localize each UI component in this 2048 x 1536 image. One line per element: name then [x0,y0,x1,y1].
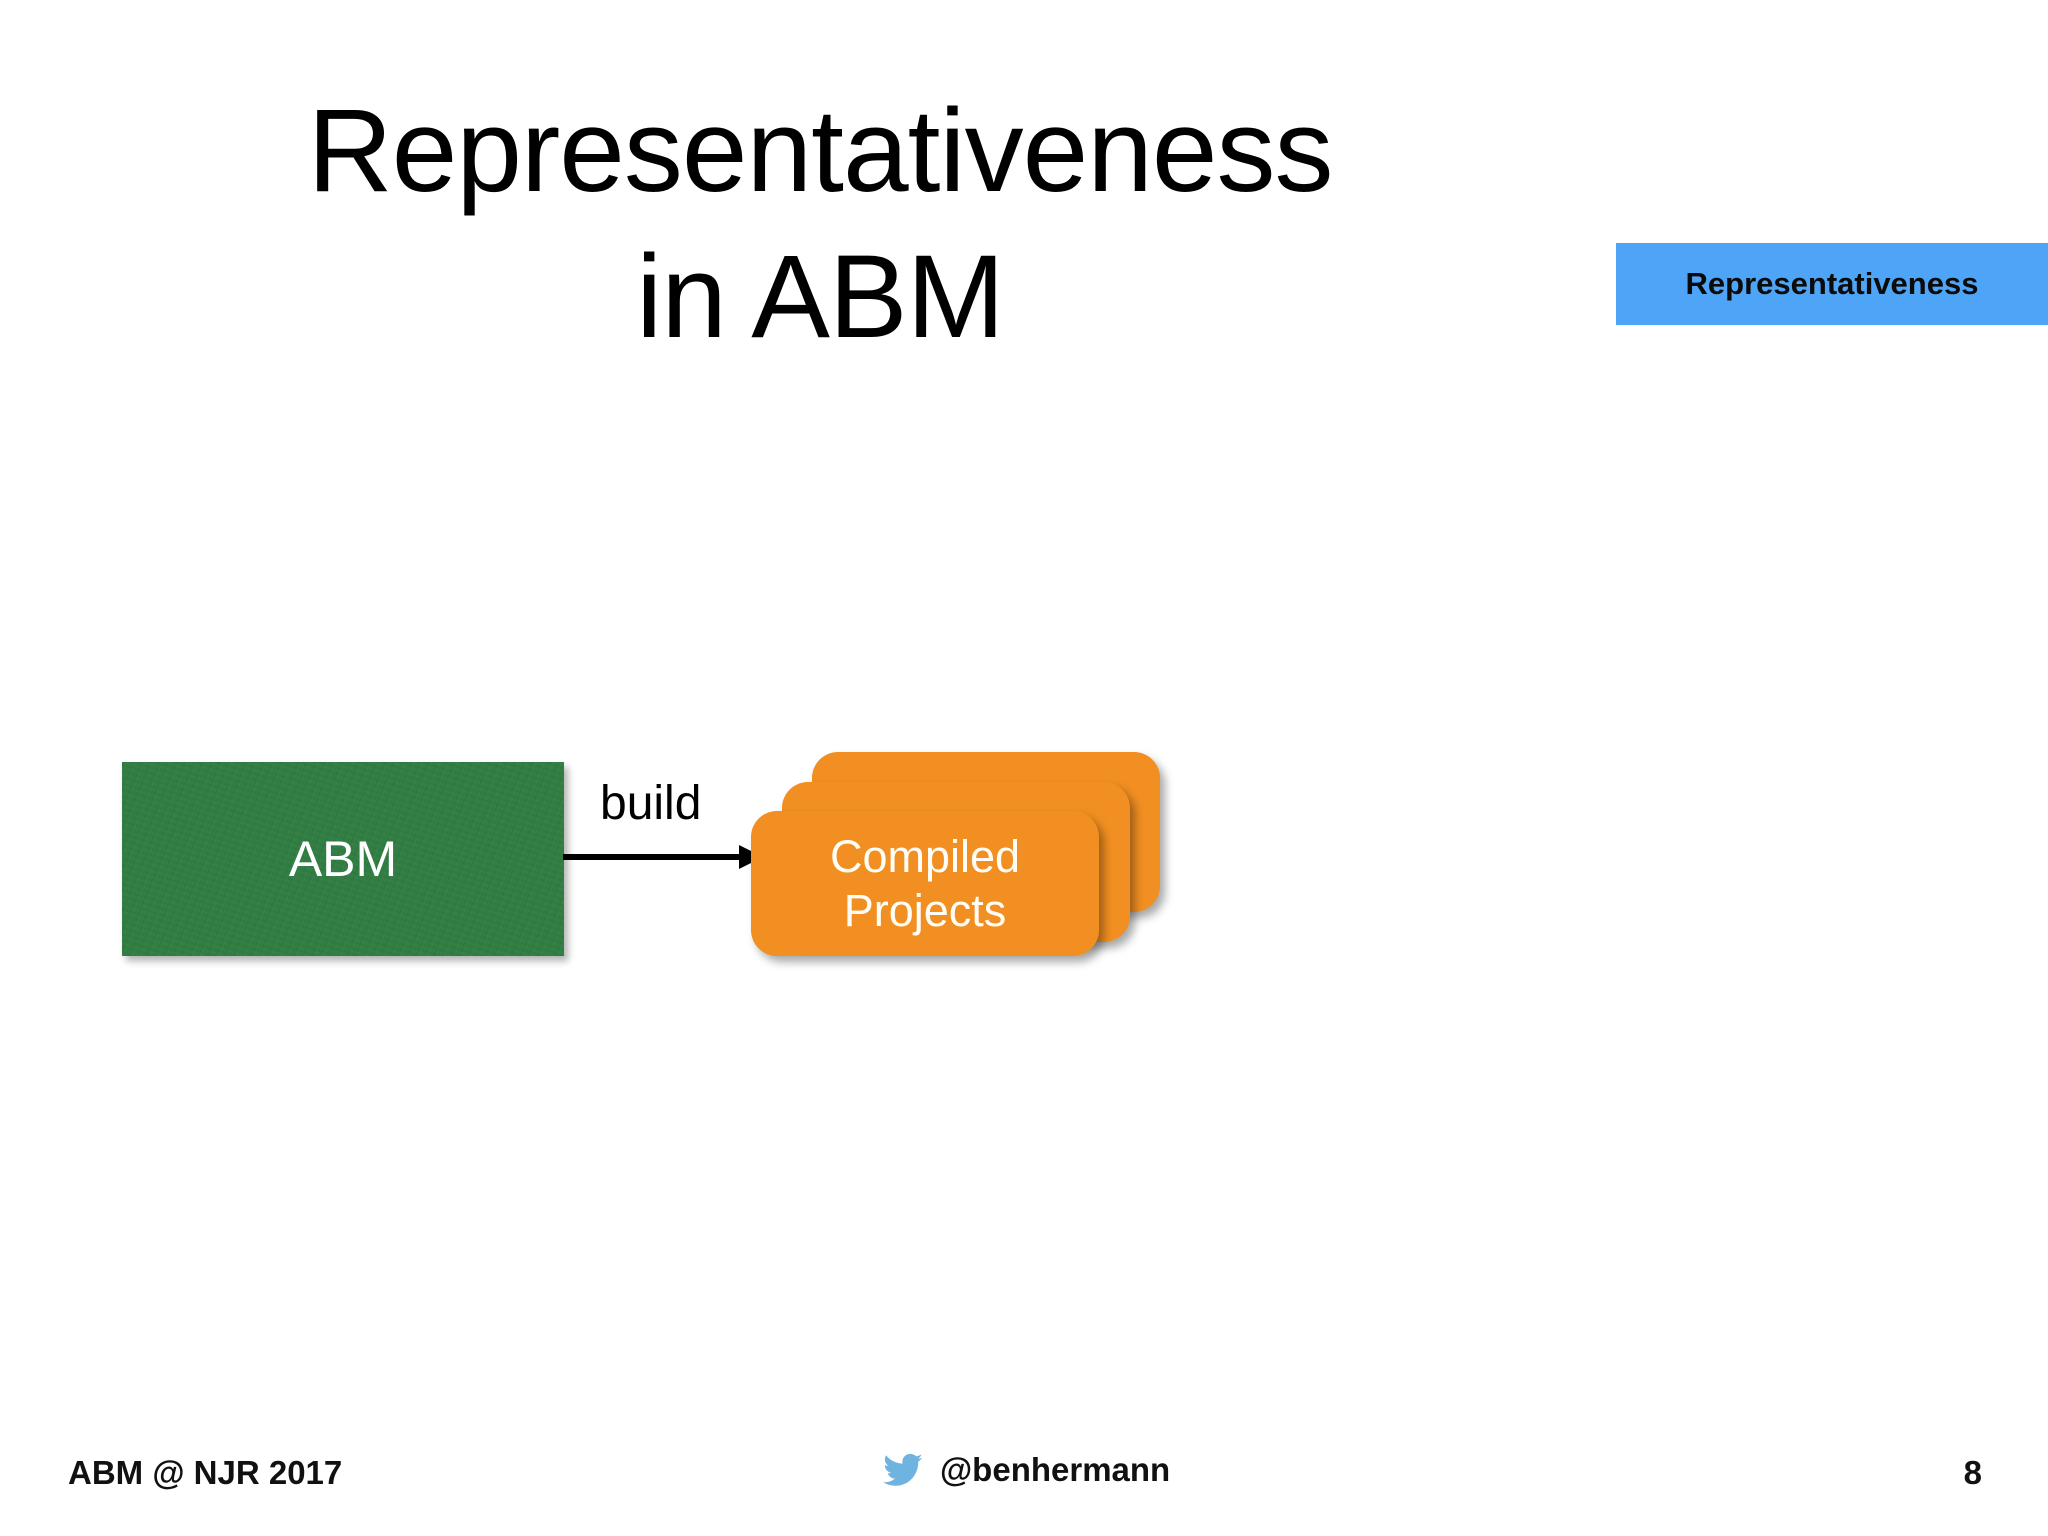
twitter-handle-label: @benhermann [940,1451,1171,1488]
section-badge: Representativeness [1616,243,2048,325]
diagram-node-compiled-projects: Compiled Projects [751,752,1171,968]
diagram-node-abm: ABM [122,762,564,956]
page-number: 8 [1963,1454,1982,1491]
diagram-arrow-build [563,836,763,878]
twitter-bird-icon [883,1453,923,1486]
slide-footer: ABM @ NJR 2017 @benhermann 8 [0,1451,2048,1514]
compiled-projects-card-front: Compiled Projects [751,811,1099,956]
footer-event-label: ABM @ NJR 2017 [68,1454,343,1491]
section-badge-label: Representativeness [1685,266,1979,301]
diagram-edge-label-build: build [600,777,702,830]
compiled-projects-label: Compiled Projects [829,831,1021,936]
footer-twitter-handle: @benhermann [880,1450,1170,1490]
page-title: Representativeness in ABM [307,85,1334,364]
arrow-icon [563,845,763,869]
diagram-node-abm-label: ABM [288,831,398,887]
